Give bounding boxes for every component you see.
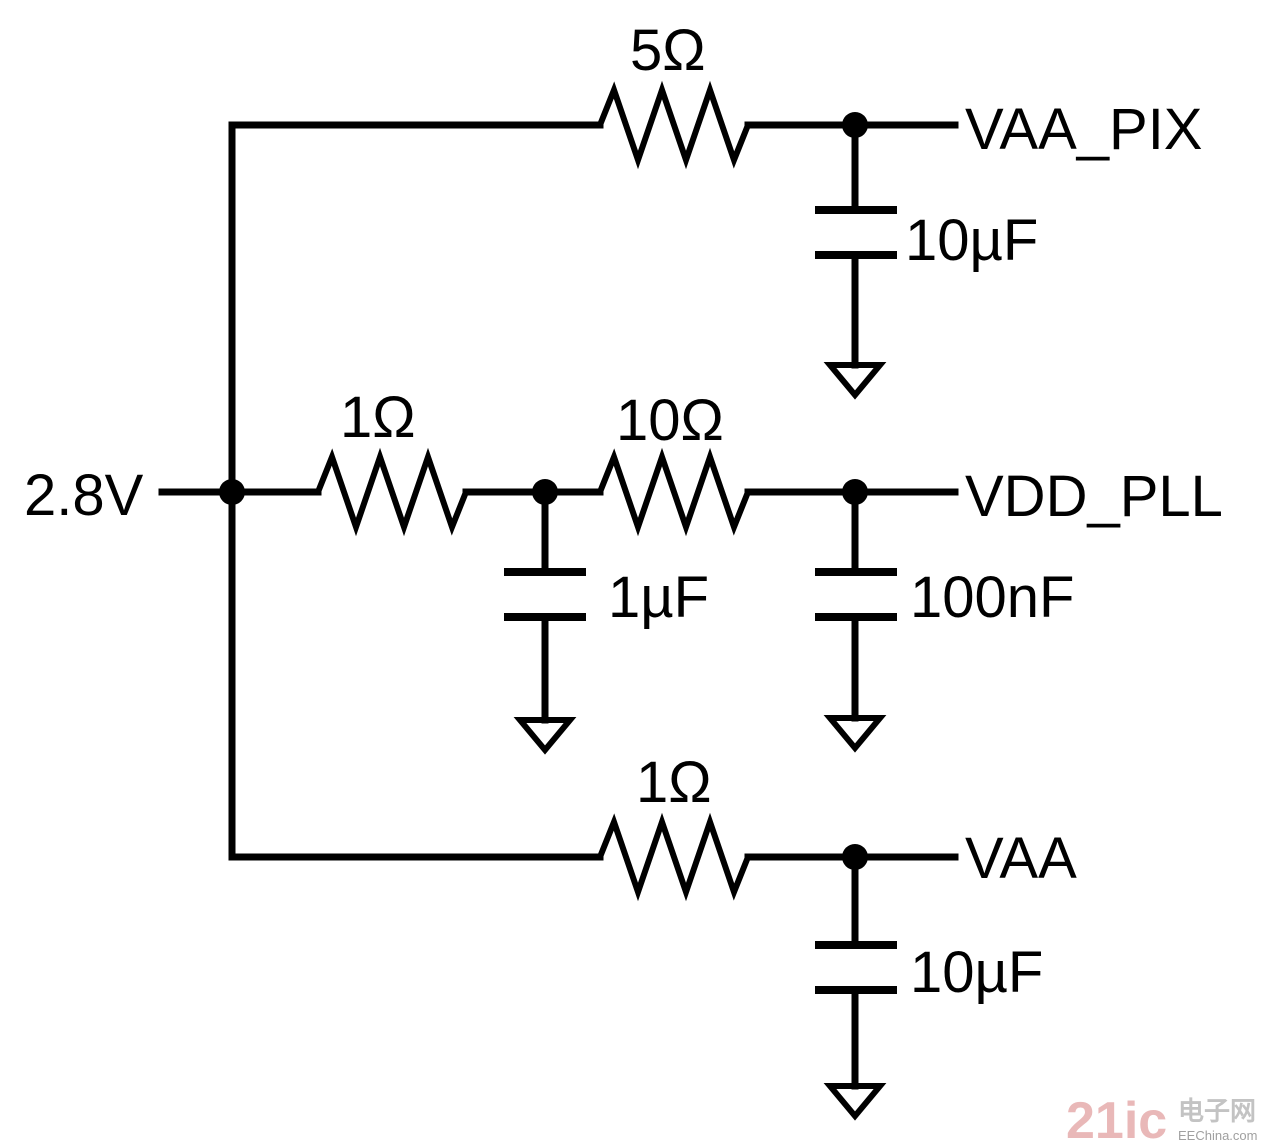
watermark-logo-text: 电子网 [1178, 1096, 1256, 1126]
output-vdd-pll-label: VDD_PLL [965, 464, 1223, 529]
resistor-10ohm-label: 10Ω [616, 388, 724, 453]
output-vaa-label: VAA [965, 826, 1077, 891]
ground-icon [513, 717, 577, 755]
resistor-1ohm-mid-label: 1Ω [340, 385, 416, 450]
resistor-5ohm-label: 5Ω [630, 18, 706, 83]
resistor-1ohm-bottom [597, 812, 751, 902]
watermark-logo-number: 21ic [1066, 1092, 1167, 1148]
resistor-1ohm-mid [315, 447, 469, 537]
ground-icon [823, 362, 887, 400]
resistor-10ohm [597, 447, 751, 537]
capacitor-bottom-label: 10µF [910, 940, 1043, 1005]
input-voltage-label: 2.8V [24, 463, 144, 528]
capacitor-1uf-label: 1µF [608, 565, 709, 630]
capacitor-100nf-label: 100nF [910, 565, 1074, 630]
resistor-5ohm [597, 80, 751, 170]
watermark-logo: 21ic 电子网 EEChina.com [1066, 1092, 1257, 1148]
ground-icon [823, 1083, 887, 1121]
capacitor-top-label: 10µF [905, 208, 1038, 273]
watermark-site: EEChina.com [1178, 1128, 1257, 1143]
output-vaa-pix-label: VAA_PIX [965, 97, 1203, 162]
resistor-1ohm-bottom-label: 1Ω [636, 750, 712, 815]
ground-icon [823, 715, 887, 753]
